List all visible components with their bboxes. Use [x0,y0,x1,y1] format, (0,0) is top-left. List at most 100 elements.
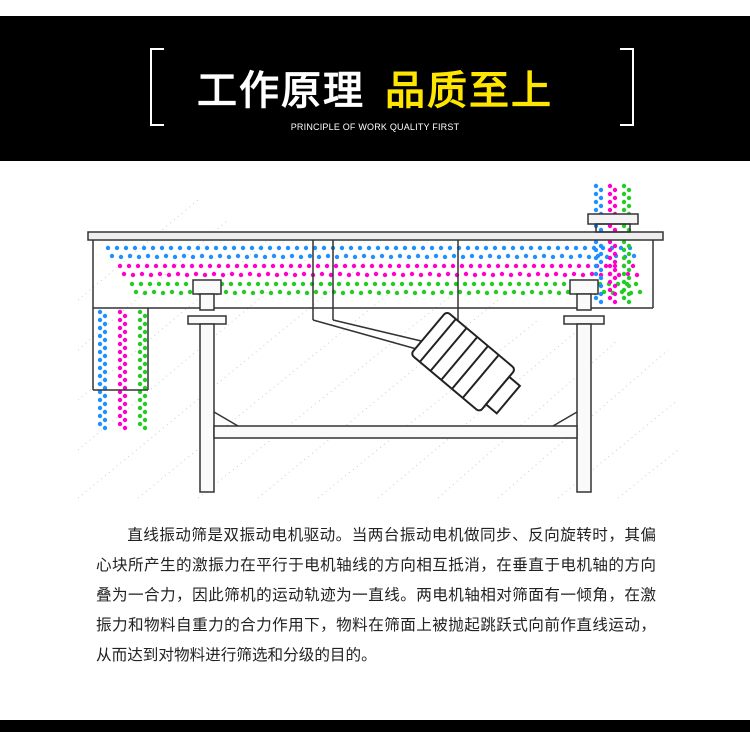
material-particle [261,263,267,269]
material-particle [289,253,295,259]
material-particle [489,281,495,287]
material-particle [297,263,303,269]
material-particle [626,259,632,265]
material-particle [565,289,571,295]
material-particle [573,245,579,251]
material-particle [142,385,148,391]
material-particle [621,271,627,277]
material-particle [384,245,390,251]
material-particle [379,253,385,259]
material-particle [378,263,384,269]
material-particle [318,281,324,287]
material-particle [514,254,520,260]
material-particle [336,281,342,287]
material-particle [122,345,128,351]
material-particle [358,290,364,296]
material-particle [612,263,618,269]
material-particle [187,289,193,295]
title-row: 工作原理品质至上 [0,58,750,116]
material-particle [487,253,493,259]
material-particle [475,289,481,295]
material-particle [137,309,143,315]
material-particle [367,289,373,295]
material-particle [607,183,613,189]
material-particle [258,245,264,251]
material-particle [267,245,273,251]
material-particle [472,272,478,278]
material-particle [300,281,306,287]
material-particle [621,183,627,189]
material-particle [630,263,636,269]
material-particle [156,281,162,287]
material-particle [390,281,396,287]
material-particle [593,263,599,269]
material-particle [510,245,516,251]
material-particle [122,425,128,431]
material-particle [372,281,378,287]
material-particle [626,187,632,193]
material-particle [562,272,568,278]
material-particle [626,267,632,273]
material-particle [102,409,108,415]
material-particle [193,271,199,277]
material-particle [555,245,561,251]
material-particle [387,263,393,269]
material-particle [142,313,148,319]
material-particle [626,243,632,249]
material-particle [291,281,297,287]
material-particle [505,253,511,259]
material-particle [625,271,631,277]
material-particle [268,290,274,296]
material-particle [339,245,345,251]
material-particle [612,267,618,273]
material-particle [471,281,477,287]
material-particle [543,281,549,287]
material-particle [430,290,436,296]
material-particle [612,203,618,209]
material-particle [279,263,285,269]
material-particle [508,272,514,278]
material-particle [142,361,148,367]
material-particle [137,397,143,403]
material-particle [399,281,405,287]
material-particle [550,254,556,260]
material-particle [558,263,564,269]
material-particle [421,289,427,295]
material-particle [207,263,213,269]
material-particle [204,245,210,251]
material-particle [469,253,475,259]
material-particle [621,279,627,285]
material-particle [502,290,508,296]
material-particle [142,401,148,407]
material-particle [484,290,490,296]
material-particle [301,271,307,277]
material-particle [122,313,128,319]
material-particle [457,289,463,295]
material-particle [190,254,196,260]
material-particle [585,263,591,269]
material-particle [316,254,322,260]
material-particle [598,187,604,193]
material-particle [626,203,632,209]
material-particle [544,272,550,278]
title-accent: 品质至上 [385,68,553,114]
material-particle [593,191,599,197]
material-particle [137,341,143,347]
material-particle [435,281,441,287]
material-particle [325,253,331,259]
material-particle [256,272,262,278]
material-particle [519,245,525,251]
material-particle [136,254,142,260]
material-particle [259,289,265,295]
material-particle [102,425,108,431]
material-particle [117,389,123,395]
material-particle [97,405,103,411]
material-particle [328,272,334,278]
material-particle [369,263,375,269]
material-particle [129,281,135,287]
vibration-motor [411,311,522,415]
material-particle [364,272,370,278]
material-particle [102,321,108,327]
material-particle [102,329,108,335]
material-particle [402,245,408,251]
